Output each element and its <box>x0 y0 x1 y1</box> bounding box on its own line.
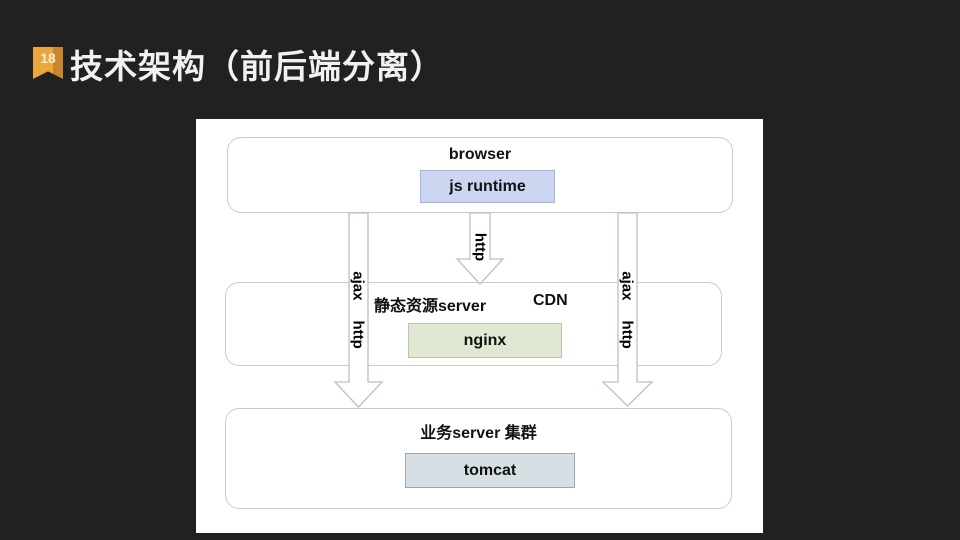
right-arrow-label-http: http <box>618 320 636 349</box>
browser-label: browser <box>448 146 512 163</box>
left-arrow-label: ajax http <box>350 271 367 349</box>
left-arrow-label-http: http <box>349 320 367 349</box>
js-runtime-box: js runtime <box>420 170 555 203</box>
slide-number: 18 <box>40 50 56 66</box>
architecture-diagram: browser js runtime 静态资源server CDN nginx … <box>196 119 763 533</box>
left-arrow-label-ajax: ajax <box>349 271 367 301</box>
business-server-label: 业务server 集群 <box>420 425 537 442</box>
slide-number-badge-icon: 18 <box>33 47 63 79</box>
tomcat-box: tomcat <box>405 453 575 488</box>
http-arrow-label: http <box>471 232 489 262</box>
page-title: 技术架构（前后端分离） <box>70 48 444 85</box>
right-arrow-label-ajax: ajax <box>618 271 636 301</box>
cdn-label: CDN <box>533 292 568 309</box>
static-server-label: 静态资源server <box>374 298 487 315</box>
nginx-box: nginx <box>408 323 562 358</box>
right-arrow-label: ajax http <box>619 271 636 349</box>
